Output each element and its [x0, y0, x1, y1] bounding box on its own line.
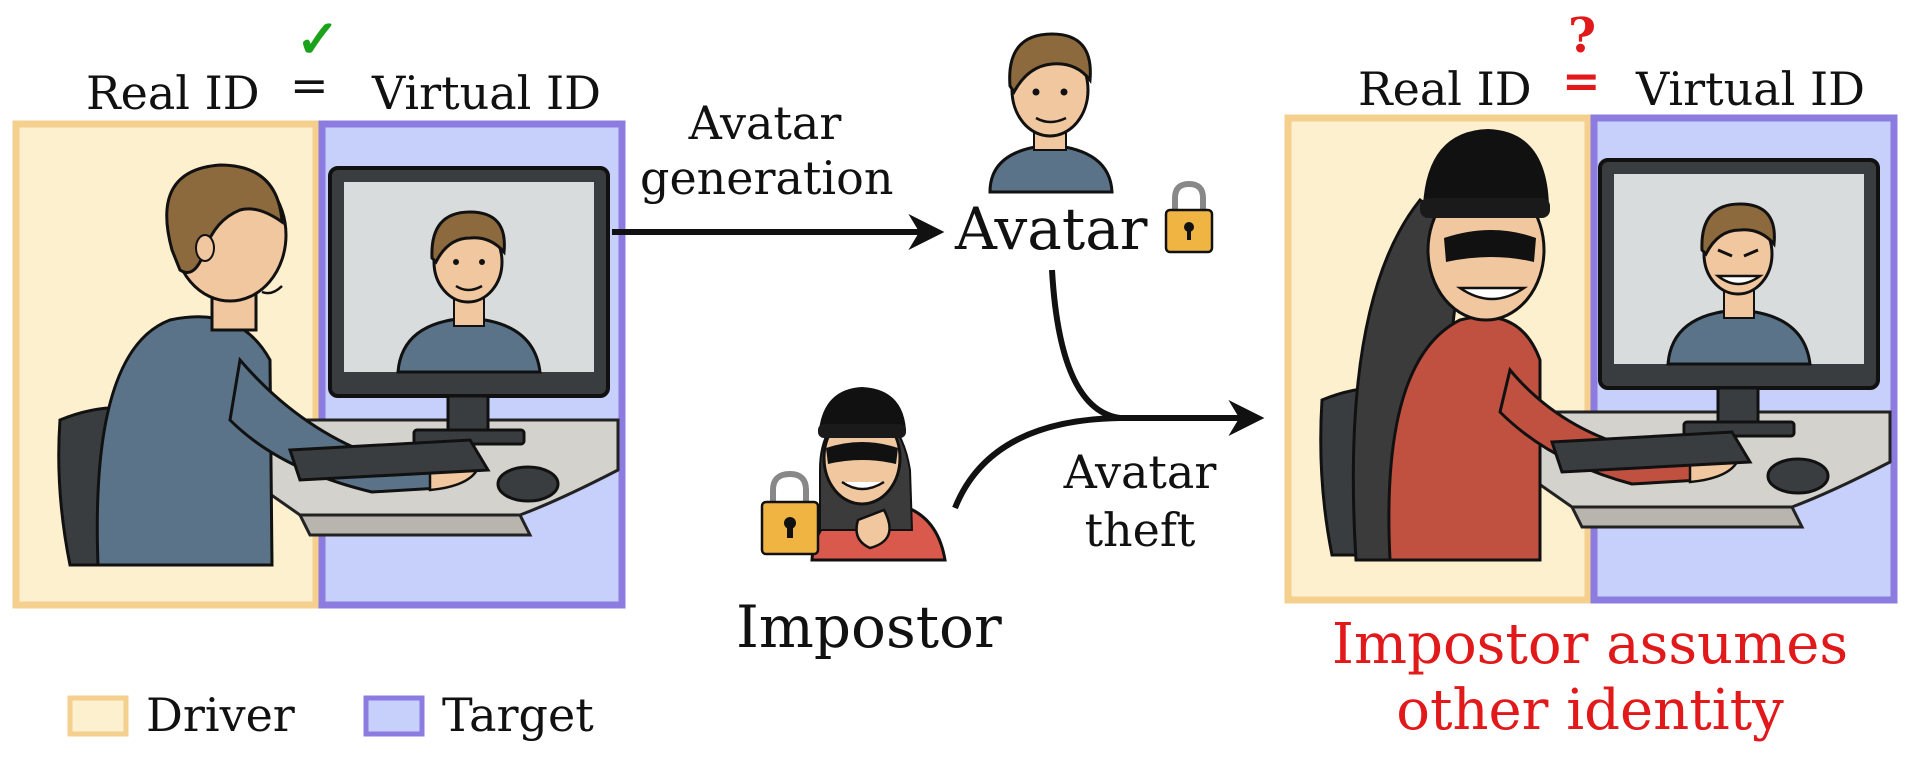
- question-icon: ?: [1568, 8, 1597, 64]
- screen-avatar-sinister: [1666, 202, 1812, 366]
- impostor-caption: Impostor assumes other identity: [1290, 612, 1890, 744]
- desk-edge-right: [1569, 505, 1805, 529]
- mouse: [496, 465, 560, 503]
- keyboard-right: [1549, 430, 1753, 474]
- legend-swatch-driver: [67, 695, 129, 737]
- avatar-theft-line2: theft: [1084, 502, 1196, 557]
- impostor-seated: [1351, 128, 1740, 562]
- avatar-generation-label: Avatar generation: [640, 96, 894, 206]
- arrow-avatar-to-merge: [1049, 269, 1265, 436]
- check-icon: ✓: [296, 9, 340, 70]
- right-virtual-id-label: Virtual ID: [1636, 62, 1866, 116]
- caption-line2: other identity: [1396, 678, 1784, 744]
- avatar-figure: [988, 32, 1114, 194]
- legend-label-target: Target: [442, 688, 594, 742]
- avatar-generation-line1: Avatar: [688, 96, 842, 150]
- impostor-figure: [810, 386, 947, 562]
- caption-line1: Impostor assumes: [1331, 612, 1849, 677]
- avatar-lock-icon: [1164, 180, 1214, 254]
- keyboard: [287, 438, 491, 482]
- legend-swatch-target: [363, 695, 425, 737]
- legend-label-driver: Driver: [146, 688, 295, 742]
- right-real-id-label: Real ID: [1358, 62, 1532, 116]
- left-real-id-label: Real ID: [86, 66, 260, 120]
- left-virtual-id-label: Virtual ID: [372, 66, 602, 120]
- arrow-avatar-theft: [952, 415, 1121, 510]
- avatar-generation-line2: generation: [640, 151, 894, 206]
- avatar-theft-line1: Avatar: [1063, 445, 1217, 499]
- right-equals-sign: =: [1562, 54, 1601, 108]
- impostor-lock-icon: [760, 470, 820, 556]
- desk-edge: [297, 513, 533, 537]
- left-equals-sign: =: [290, 58, 329, 112]
- right-scene: [1284, 114, 1898, 604]
- mouse-right: [1766, 457, 1830, 495]
- screen-avatar: [396, 210, 542, 374]
- left-scene: [12, 120, 626, 609]
- avatar-label: Avatar: [955, 195, 1148, 263]
- avatar-theft-label: Avatar theft: [1030, 444, 1250, 559]
- impostor-label: Impostor: [736, 593, 1002, 661]
